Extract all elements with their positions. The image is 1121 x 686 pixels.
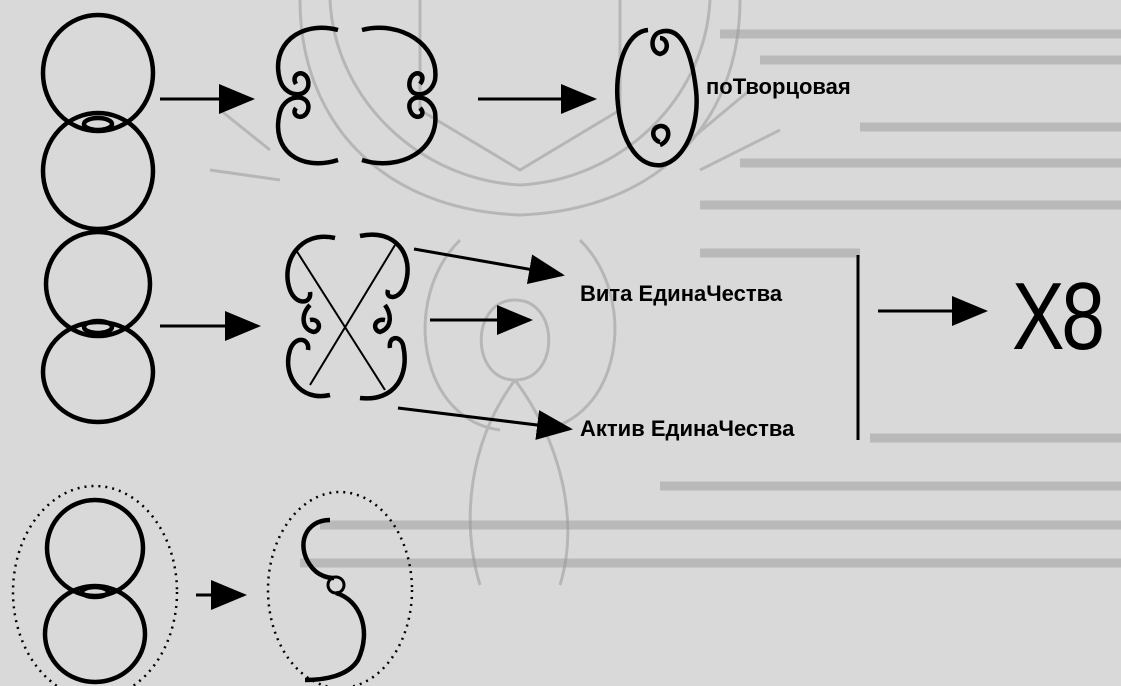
label-vita: Вита ЕдинаЧества — [580, 281, 782, 307]
row1-result-loop — [617, 30, 696, 165]
row2-arrow-up — [414, 249, 562, 275]
result-symbol: Х8 — [1012, 262, 1102, 372]
row3-result-figure — [303, 520, 364, 680]
label-potvortsovaya: поТворцовая — [706, 74, 851, 100]
row1-four-lobe-figure — [278, 28, 435, 164]
row3-figure-eight — [45, 500, 145, 682]
row2-figure-eight — [43, 232, 153, 422]
row2-crossed-figure — [287, 235, 407, 399]
label-aktiv: Актив ЕдинаЧества — [580, 416, 794, 442]
row1-figure-eight — [43, 15, 153, 229]
